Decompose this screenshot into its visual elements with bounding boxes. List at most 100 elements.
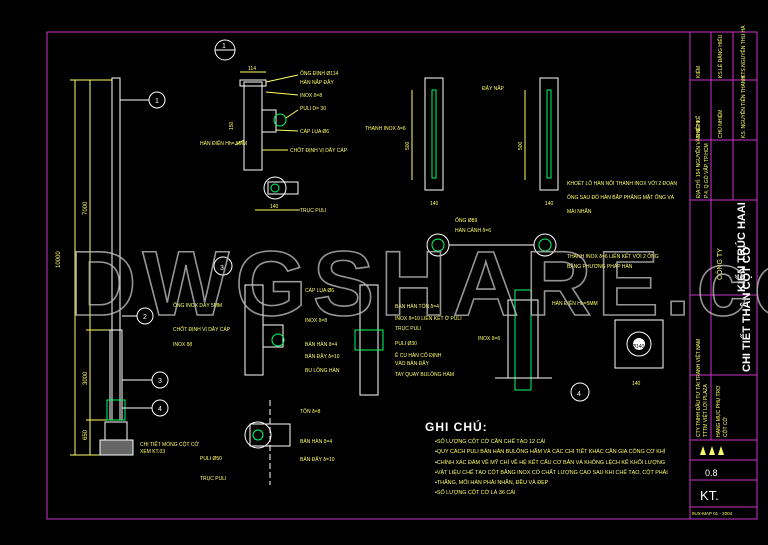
- dim-total: 10000: [56, 251, 62, 268]
- address-1: ĐỊA CHỈ: 154 NGUYỄN VĂN NGHI: [695, 120, 702, 198]
- d3-r3: TRỤC PULI: [395, 326, 421, 332]
- marker-3: 3: [158, 378, 162, 385]
- notes-title: GHI CHÚ:: [425, 420, 488, 434]
- project-line-2: TTTM VIỆT LỢI PLAZA: [701, 384, 709, 437]
- sig-row-6: KS.LÊ ĐĂNG HIẾU: [716, 34, 724, 78]
- sig-row-1: KIỂM: [695, 66, 702, 78]
- d1-dim-top: 114: [248, 66, 256, 72]
- d3-r1: BẢN HÀN TỔN δ=4: [395, 303, 439, 310]
- d4-l2: INOX δ=6: [478, 336, 500, 342]
- d1-pulley: TRỤC PULI: [300, 208, 326, 214]
- detail-3: 3 CÁP LỤA Ø6 ỐNG INOX DÀY 5MM CHỐT ĐỊNH …: [173, 256, 462, 485]
- sheet-number: 0.8: [705, 468, 718, 478]
- d1-label-7: HÀN ĐIỆN Hh= 5MM: [200, 139, 247, 147]
- note-line: QUY CÁCH PULI BẢN HÀN BULÔNG HÃM VÀ CÁC …: [435, 447, 685, 457]
- address-2: P.4, Q.GÒ VẤP, TP.HCM: [703, 143, 710, 198]
- d3-r7: TAY QUAY BULÔNG HÀM: [395, 371, 454, 378]
- sig-row-5: CHỦ NHIỆM: [716, 110, 724, 138]
- d3-l4: INOX δ8: [173, 342, 192, 348]
- marker-2: 2: [143, 314, 147, 321]
- date-stamp: 9UX-MAP 01 - 2004: [692, 511, 733, 516]
- d3-l1: CÁP LỤA Ø6: [305, 287, 334, 294]
- d3-b5: TRỤC PULI: [200, 476, 226, 482]
- dim-base: 650: [83, 429, 89, 440]
- d3-b4: BẢN ĐẬY δ=10: [300, 456, 335, 463]
- d1-label-4: PULI D= 30: [300, 106, 326, 112]
- sheet-code: KT.: [700, 488, 719, 503]
- note-line: VẬT LIỆU CHẾ TẠO CỘT BẰNG INOX CÓ CHẤT L…: [435, 468, 685, 478]
- sec-bar: THANH INOX δ=6 LIÊN KẾT VỚI 2 ỐNG: [567, 252, 659, 260]
- company-line-1: CÔNG TY: [715, 248, 724, 280]
- sec-note-2: ỐNG SAU ĐÓ HÀN BẮP PHẲNG MẶT ỐNG VÀ: [567, 193, 675, 201]
- sec-dim-500b: 500: [518, 141, 524, 150]
- d3-l7: BẢN ĐẬY δ=10: [305, 353, 340, 360]
- d1-pulley-plan: [263, 176, 287, 200]
- detail-4: 4 HÀN ĐIỆN Hh=5MM INOX δ=6 Ø140 140: [478, 289, 664, 402]
- pole-base: [99, 439, 134, 456]
- note-line: SỐ LƯỢNG CỘT CỜ CẦN CHẾ TẠO 12 CÁI: [435, 437, 685, 447]
- d3-l3: CHỐT ĐỊNH VỊ DÂY CÁP: [173, 326, 231, 333]
- d1-label-5: CÁP LỤA Ø6: [300, 128, 329, 135]
- note-line: THẲNG, MỐI HÀN PHẢI NHẴN, ĐỀU VÀ ĐẸP: [435, 478, 685, 488]
- d3-r2: INOX δ=10 LIÊN KẾT Ở PULI: [395, 314, 462, 322]
- detail-1-tag: 1: [222, 43, 226, 50]
- sec-plate: THANH INOX δ=6: [365, 126, 406, 132]
- d3-l6: BẢN HÀN δ=4: [305, 341, 337, 348]
- sig-row-4: KS. NGUYỄN TIẾN THANH: [740, 76, 747, 138]
- project-line-1: CTY TNHH ĐẦU TƯ TÀI TRANH VIỆT NAM: [694, 339, 702, 437]
- pole-elevation: 10000 7000 3000 650 1 2 3 4 CHI TIẾT MÓN…: [56, 77, 199, 456]
- sec-cap: ĐẬY NẮP: [482, 84, 505, 92]
- note-line: SỐ LƯỢNG CỘT CỜ LÀ 36 CÁI: [435, 488, 685, 498]
- d4-dim2: 140: [632, 381, 641, 387]
- d3-b2: BẢN HÀN δ=4: [300, 438, 332, 445]
- project-line-4: CỘT CỜ: [722, 417, 729, 437]
- d3-l8: BU LÔNG HÀN: [305, 367, 340, 374]
- sig-row-2: KTS.NGUYỄN THU HÀ: [740, 25, 747, 78]
- d1-label-2: HÀN NẮP ĐẬY: [300, 78, 334, 86]
- d1-label-1: ỐNG ĐỊNH Ø114: [300, 70, 338, 77]
- d3-r4: PULI Ø30: [395, 341, 417, 347]
- d1-dim-150: 150: [229, 121, 235, 130]
- d3-l5: INOX δ=8: [305, 318, 327, 324]
- notes-panel: GHI CHÚ: SỐ LƯỢNG CỘT CỜ CẦN CHẾ TẠO 12 …: [425, 420, 685, 499]
- sec-note-3: MÀI NHẴN: [567, 208, 592, 215]
- detail-4-tag: 4: [577, 391, 581, 398]
- sec-pipe: ỐNG Ø89: [455, 217, 477, 224]
- d3-b3: PULI Ø50: [200, 456, 222, 462]
- d3-l2: ỐNG INOX DÀY 5MM: [173, 302, 222, 309]
- marker-1: 1: [155, 98, 159, 105]
- d3-b1: TÔN δ=8: [300, 408, 321, 415]
- base-callout: CHI TIẾT MÓNG CỘT CỜ: [140, 441, 199, 448]
- sec-dim-140b: 140: [545, 201, 554, 207]
- d3-r5: Ê CU HÀN CỐ ĐỊNH: [395, 351, 442, 359]
- sec-dim-500a: 500: [405, 141, 411, 150]
- project-line-3: HẠNG MỤC PHỤ TRỢ: [716, 385, 722, 437]
- sec-note-1: KHOÉT LỖ HÀN NỐI THANH INOX VỚI 2 ĐOẠN: [567, 180, 677, 187]
- sec-weld: HÀN CẢNH δ=6: [455, 227, 491, 234]
- watermark: DWGSHARE.com: [70, 233, 768, 335]
- base-callout-ref: XEM KT.03: [140, 449, 165, 455]
- marker-4: 4: [158, 406, 162, 413]
- drawing-title: CHI TIẾT THÂN CỘT CỜ: [740, 245, 753, 372]
- d1-pipe: [243, 81, 263, 171]
- sig-row-3: THIẾT KẾ: [695, 115, 702, 138]
- d1-label-3: INOX δ=8: [300, 93, 322, 99]
- d4-base-plan: [614, 319, 664, 369]
- company-logo: [700, 446, 724, 455]
- dim-lower: 3000: [83, 371, 89, 385]
- title-block: [689, 31, 758, 520]
- d4-l1: HÀN ĐIỆN Hh=5MM: [552, 299, 598, 307]
- note-line: CHÍNH XÁC ĐẢM VỀ MỸ CHỈ VỀ HỆ KẾT CẤU CƠ…: [435, 458, 685, 468]
- sec-bar-2: BẰNG PHƯƠNG PHÁP HÀN: [567, 262, 633, 270]
- section-view: 500 500 140 140 ĐẬY NẮP THANH INOX δ=6 K…: [365, 77, 677, 270]
- sec-dim-140a: 140: [430, 201, 439, 207]
- d4-dim: Ø140: [632, 344, 644, 350]
- detail-3-tag: 3: [220, 265, 224, 272]
- detail-1: 1 114 150 ỐNG ĐỊNH Ø114 HÀN NẮP ĐẬY INOX…: [200, 39, 348, 214]
- d3-r6: VÀO BẢN ĐẬY: [395, 360, 430, 367]
- d1-label-6: CHỐT ĐỊNH VỊ DÂY CÁP: [290, 147, 348, 154]
- dim-upper: 7000: [83, 201, 89, 215]
- company-line-2: KIẾN TRÚC HAAI: [735, 202, 748, 292]
- d1-dim-140: 140: [270, 204, 279, 210]
